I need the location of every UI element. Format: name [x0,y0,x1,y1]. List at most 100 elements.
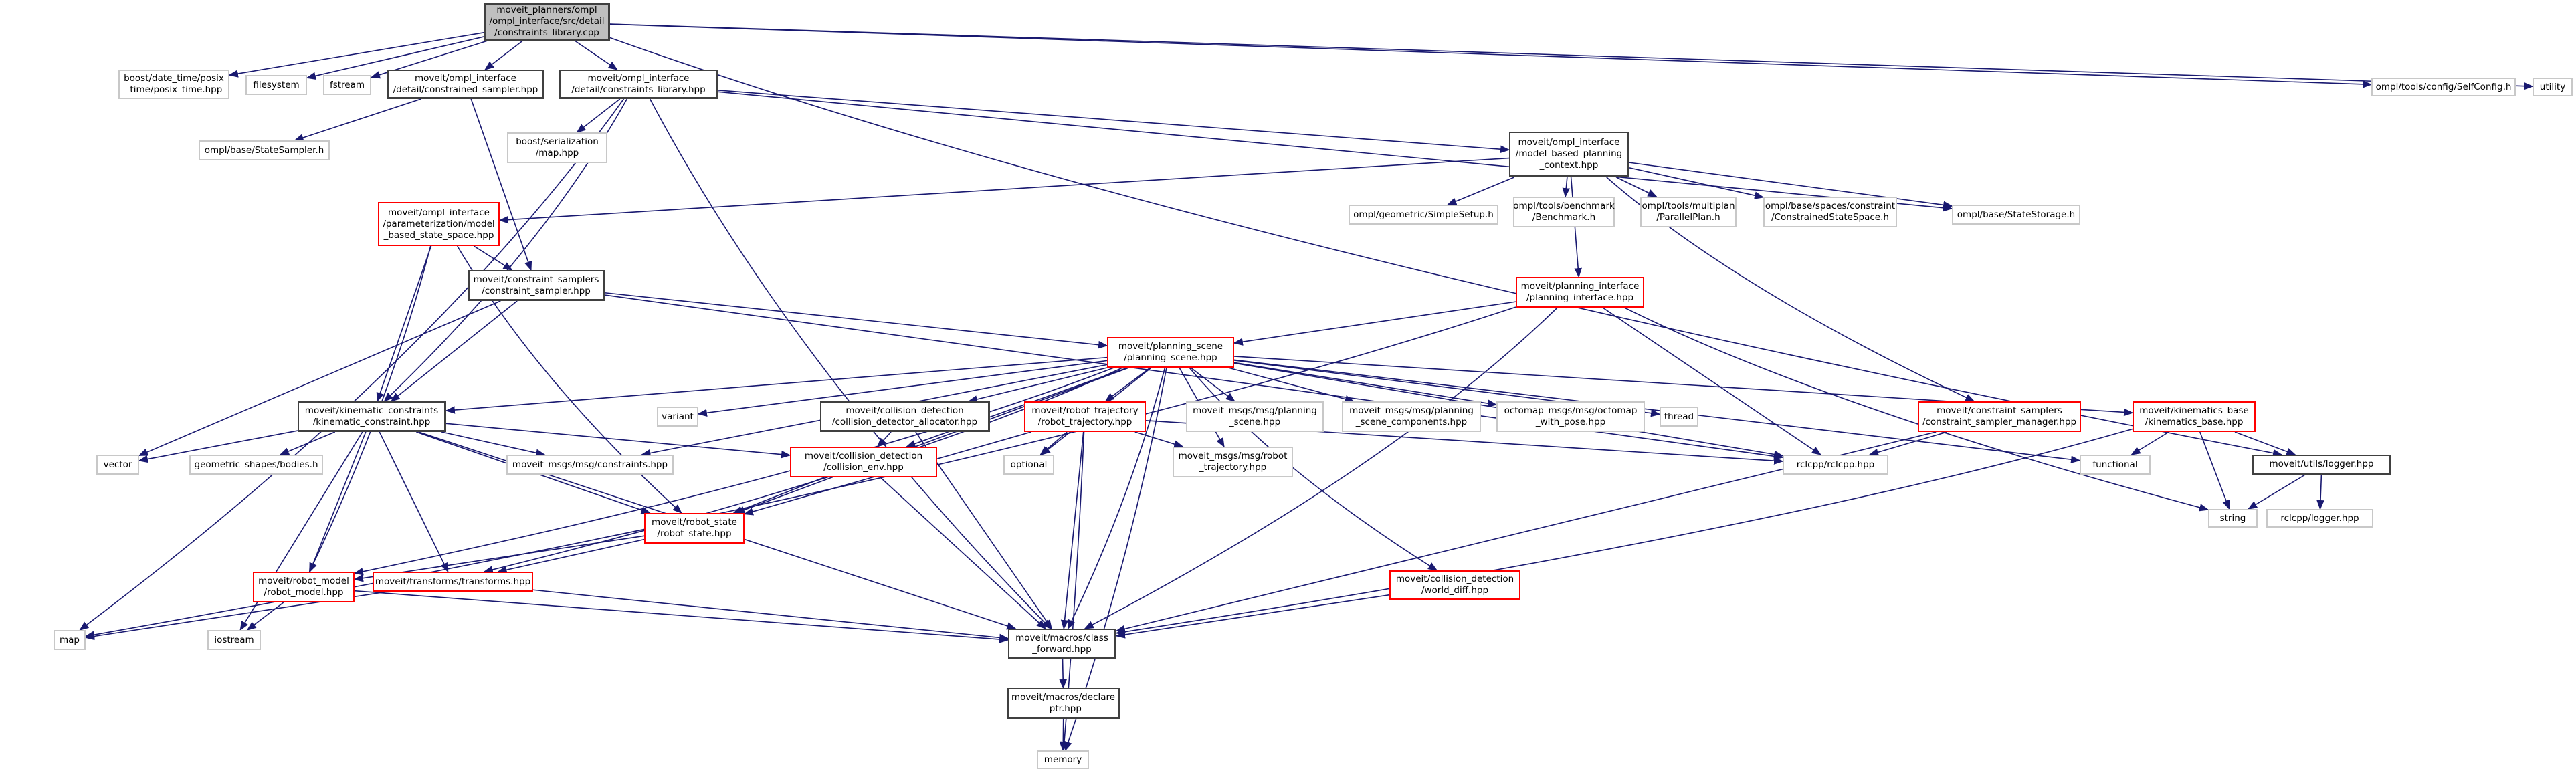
node-label: ompl/tools/multiplan /ParallelPlan.h [1642,201,1735,223]
edge-constrained-sampler-to-constraint-sampler [470,98,532,271]
node-label: moveit/planning_interface /planning_inte… [1520,281,1640,303]
edge-collision-env-to-class-forward [880,477,1046,629]
node-msg-robot-traj[interactable]: moveit_msgs/msg/robot _trajectory.hpp [1173,447,1293,477]
node-map[interactable]: map [54,630,86,650]
edge-planning-scene-to-kinematic-constraint [445,356,1108,414]
node-label: moveit/constraint_samplers /constraint_s… [473,273,599,296]
node-statesampler[interactable]: ompl/base/StateSampler.h [199,140,330,160]
edge-robot-trajectory-to-msg-robot-traj [1134,431,1184,448]
edge-cd-allocator-to-collision-env [876,431,892,448]
node-memory[interactable]: memory [1037,750,1089,769]
edge-model-based-ctx-to-simplesetup [1446,177,1514,205]
node-constrained-ss[interactable]: ompl/base/spaces/constraint /Constrained… [1763,197,1897,227]
edge-kinematic-constraint-to-bodies [279,431,336,455]
edge-planning-interface-to-class-forward [1084,307,1558,629]
node-label: moveit/ompl_interface /model_based_plann… [1515,137,1623,171]
edge-constraints-library-to-serialization-map [576,98,621,133]
edge-constraint-sampler-to-vector [138,300,501,457]
edge-kinematic-constraint-to-transforms [379,431,449,573]
node-posix[interactable]: boost/date_time/posix _time/posix_time.h… [118,70,229,99]
node-kinematic-constraint[interactable]: moveit/kinematic_constraints /kinematic_… [298,401,446,432]
node-label: variant [662,411,694,422]
node-root[interactable]: moveit_planners/ompl /ompl_interface/src… [484,3,610,41]
node-logger[interactable]: moveit/utils/logger.hpp [2252,455,2391,475]
node-msg-constraints[interactable]: moveit_msgs/msg/constraints.hpp [506,455,674,475]
node-label: ompl/base/spaces/constraint /Constrained… [1765,201,1896,223]
node-iostream[interactable]: iostream [207,630,261,650]
node-constraint-sampler[interactable]: moveit/constraint_samplers /constraint_s… [468,270,605,301]
node-model-based-ctx[interactable]: moveit/ompl_interface /model_based_plann… [1509,132,1629,177]
node-label: moveit/robot_state /robot_state.hpp [652,517,737,539]
edge-kinematic-constraint-to-vector [138,430,298,463]
node-model-based-ss[interactable]: moveit/ompl_interface /parameterization/… [378,202,500,246]
node-planning-scene[interactable]: moveit/planning_scene /planning_scene.hp… [1107,337,1234,368]
edge-robot-trajectory-to-optional [1039,431,1068,455]
node-collision-env[interactable]: moveit/collision_detection /collision_en… [790,447,937,477]
node-thread[interactable]: thread [1660,407,1698,427]
node-cd-allocator[interactable]: moveit/collision_detection /collision_de… [820,401,990,432]
node-label: moveit_msgs/msg/planning _scene.hpp [1193,405,1317,427]
node-vector[interactable]: vector [96,455,139,475]
edge-constraints-library-to-class-forward [649,98,1052,630]
edge-kinematics-base-to-logger [2234,431,2296,455]
node-label: moveit/kinematic_constraints /kinematic_… [304,405,439,427]
node-simplesetup[interactable]: ompl/geometric/SimpleSetup.h [1349,205,1498,225]
node-class-forward[interactable]: moveit/macros/class _forward.hpp [1008,629,1116,659]
edge-planning-scene-to-robot-state [734,367,1130,514]
edge-constraint-sampler-to-planning-scene [604,292,1108,349]
node-label: moveit/ompl_interface /detail/constraint… [571,72,706,95]
node-robot-model[interactable]: moveit/robot_model /robot_model.hpp [253,572,355,602]
node-constrained-sampler[interactable]: moveit/ompl_interface /detail/constraine… [387,70,544,99]
node-msg-ps-components[interactable]: moveit_msgs/msg/planning _scene_componen… [1342,401,1481,432]
node-fstream[interactable]: fstream [323,75,371,95]
node-octomap[interactable]: octomap_msgs/msg/octomap _with_pose.hpp [1496,401,1645,432]
node-parallelplan[interactable]: ompl/tools/multiplan /ParallelPlan.h [1640,197,1737,227]
edge-model-based-ss-to-kinematic-constraint [376,245,432,403]
node-declare-ptr[interactable]: moveit/macros/declare _ptr.hpp [1007,688,1120,719]
node-label: vector [103,459,132,470]
node-label: ompl/base/StateSampler.h [204,144,324,156]
node-bodies[interactable]: geometric_shapes/bodies.h [189,455,323,475]
node-world-diff[interactable]: moveit/collision_detection /world_diff.h… [1389,570,1520,600]
node-label: boost/date_time/posix _time/posix_time.h… [124,73,224,95]
node-functional[interactable]: functional [2080,455,2151,475]
node-label: fstream [329,79,365,90]
edge-planning-scene-to-robot-trajectory [1104,367,1151,402]
node-benchmark[interactable]: ompl/tools/benchmark /Benchmark.h [1513,197,1615,227]
node-statestorage[interactable]: ompl/base/StateStorage.h [1952,205,2080,225]
node-label: moveit_msgs/msg/robot _trajectory.hpp [1178,451,1288,473]
node-transforms[interactable]: moveit/transforms/transforms.hpp [373,572,533,592]
node-variant[interactable]: variant [657,407,698,427]
edge-planning-interface-to-string [1624,307,2209,512]
node-rclcpp-logger[interactable]: rclcpp/logger.hpp [2266,509,2373,528]
node-label: moveit/robot_trajectory /robot_trajector… [1031,405,1138,427]
node-filesystem[interactable]: filesystem [245,75,307,95]
edge-robot-model-to-class-forward [354,590,1009,643]
node-planning-interface[interactable]: moveit/planning_interface /planning_inte… [1516,277,1644,308]
node-label: moveit/planning_scene /planning_scene.hp… [1118,341,1223,363]
node-optional[interactable]: optional [1003,455,1054,475]
node-serialization-map[interactable]: boost/serialization /map.hpp [507,132,607,163]
node-rclcpp[interactable]: rclcpp/rclcpp.hpp [1783,455,1888,475]
node-utility[interactable]: utility [2533,78,2573,96]
node-label: octomap_msgs/msg/octomap _with_pose.hpp [1504,405,1638,427]
node-msg-planning-scene[interactable]: moveit_msgs/msg/planning _scene.hpp [1186,401,1324,432]
edge-world-diff-to-class-forward [1115,594,1390,639]
node-robot-trajectory[interactable]: moveit/robot_trajectory /robot_trajector… [1024,401,1146,432]
edge-planning-scene-to-functional [1233,359,2081,463]
edge-kinematic-constraint-to-robot-model [309,431,367,573]
edge-root-to-logger [609,37,2283,457]
node-label: moveit/macros/declare _ptr.hpp [1011,691,1116,714]
node-label: ompl/tools/benchmark /Benchmark.h [1513,201,1615,223]
node-string[interactable]: string [2208,509,2258,528]
edge-constraint-sampler-to-kinematic-constraint [390,300,518,402]
edge-kinematic-constraint-to-msg-constraints [441,431,546,457]
node-cs-manager[interactable]: moveit/constraint_samplers /constraint_s… [1918,401,2081,432]
node-selfconfig[interactable]: ompl/tools/config/SelfConfig.h [2371,78,2516,96]
node-label: rclcpp/rclcpp.hpp [1796,459,1875,470]
node-constraints-library[interactable]: moveit/ompl_interface /detail/constraint… [559,70,718,99]
node-label: moveit_msgs/msg/constraints.hpp [512,459,668,470]
node-kinematics-base[interactable]: moveit/kinematics_base /kinematics_base.… [2133,401,2256,432]
node-robot-state[interactable]: moveit/robot_state /robot_state.hpp [644,513,745,544]
